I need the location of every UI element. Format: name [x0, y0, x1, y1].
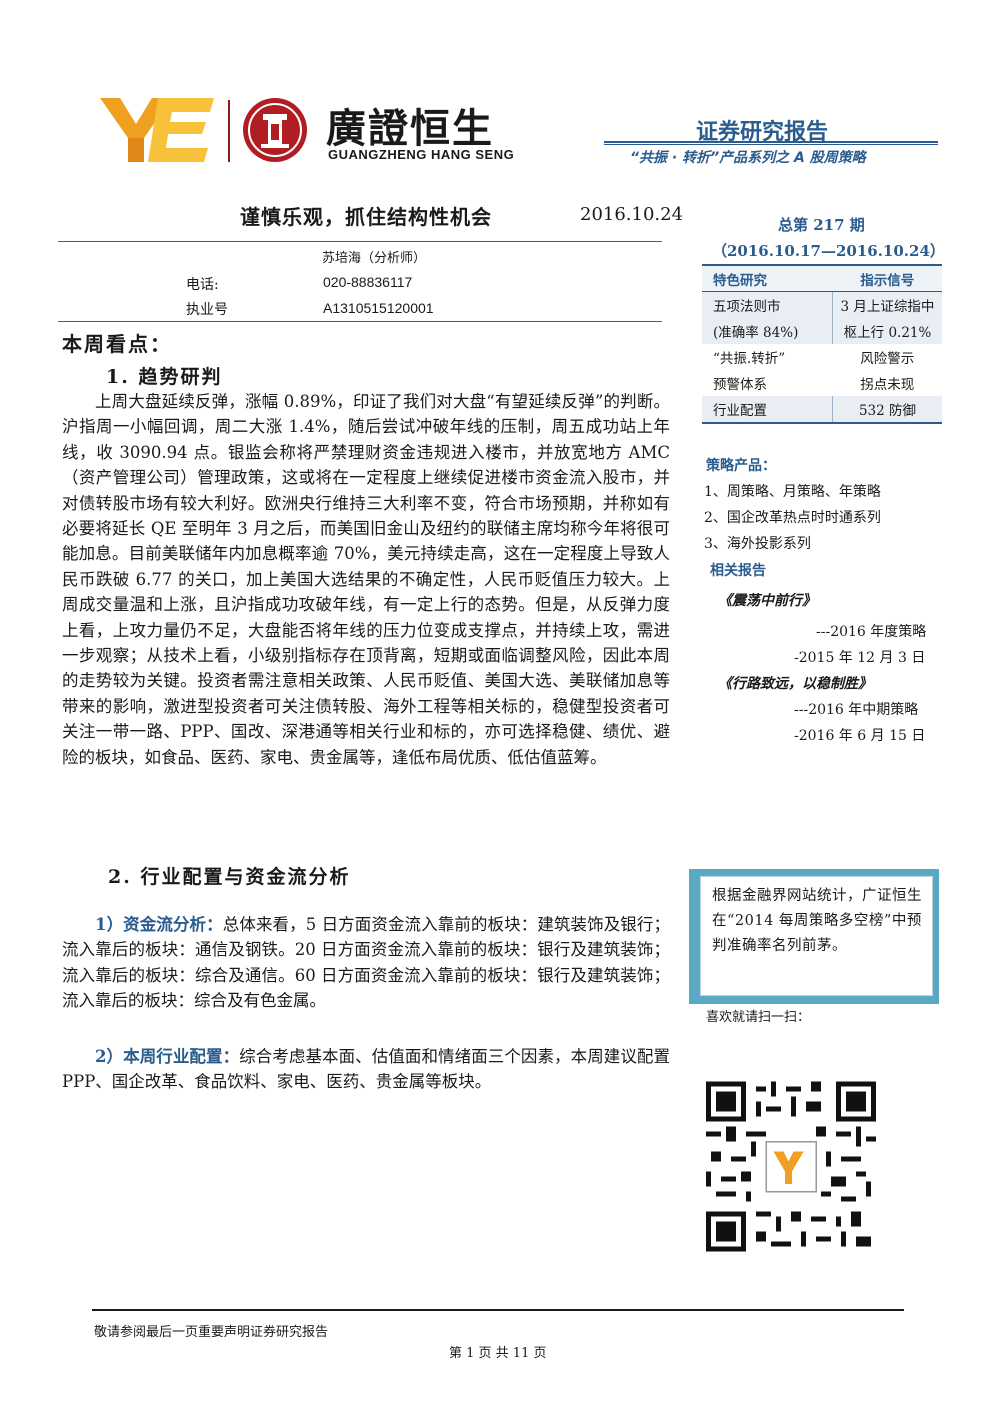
ye-logo	[100, 98, 214, 162]
signal-table-cell: (准确率 84%)	[702, 318, 833, 344]
license-value: A1310515120001	[323, 300, 434, 316]
logo-divider	[228, 100, 230, 162]
issue-number: 总第 217 期	[778, 216, 865, 234]
strategy-item: 1、周策略、月策略、年策略	[704, 484, 881, 500]
qr-code-icon	[706, 1081, 876, 1252]
capital-flow-key: 1）资金流分析：	[95, 915, 223, 934]
brand-name-en: GUANGZHENG HANG SENG	[328, 147, 515, 162]
analyst-name: 苏培海（分析师）	[322, 251, 427, 266]
series-name: “共振 · 转折”产品系列之 A 股周策略	[630, 150, 866, 166]
related-heading: 相关报告	[710, 563, 766, 579]
signal-table-cell: 枢上行 0.21%	[832, 318, 942, 344]
report-title: 谨慎乐观，抓住结构性机会	[240, 205, 492, 229]
signal-table-cell: 行业配置	[702, 396, 833, 424]
header-rule	[604, 141, 938, 143]
stats-text: 根据金融界网站统计，广证恒生在“2014 每周策略多空榜”中预判准确率名列前茅。	[712, 888, 922, 954]
signal-table-cell: “共振.转折”	[713, 351, 786, 367]
footer-rule	[92, 1309, 904, 1311]
report-date: 2016.10.24	[580, 204, 684, 225]
industry-allocation-paragraph: 2）本周行业配置：综合考虑基本面、估值面和情绪面三个因素，本周建议配置 PPP、…	[62, 1044, 670, 1095]
related-report-date: -2016 年 6 月 15 日	[794, 728, 926, 744]
scan-label: 喜欢就请扫一扫：	[706, 1010, 811, 1025]
capital-flow-text: 总体来看，5 日方面资金流入靠前的板块：建筑装饰及银行；流入靠后的板块：通信及钢…	[62, 915, 670, 1011]
analyst-rule	[58, 321, 662, 322]
phone-value: 020-88836117	[323, 274, 413, 290]
related-report-subtitle: ---2016 年中期策略	[794, 702, 919, 718]
stats-box	[700, 876, 933, 996]
issue-range: （2016.10.17—2016.10.24）	[712, 242, 945, 260]
brand-name-cn: 廣證恒生	[326, 106, 494, 152]
phone-label: 电话:	[186, 277, 219, 293]
industry-allocation-text: 综合考虑基本面、估值面和情绪面三个因素，本周建议配置 PPP、国企改革、食品饮料…	[62, 1047, 671, 1092]
strategy-item: 2、国企改革热点时时通系列	[704, 510, 881, 526]
license-label: 执业号	[186, 302, 228, 318]
signal-table-cell: 五项法则市	[702, 291, 833, 318]
section-2-heading: 2. 行业配置与资金流分析	[108, 866, 351, 888]
industry-allocation-key: 2）本周行业配置：	[95, 1047, 240, 1066]
strategy-heading: 策略产品：	[706, 458, 776, 474]
report-type: 证券研究报告	[696, 120, 829, 145]
signal-table-cell: 风险警示	[860, 351, 915, 367]
section-1-body: 上周大盘延续反弹，涨幅 0.89%，印证了我们对大盘“有望延续反弹”的判断。沪指…	[62, 392, 670, 767]
related-report-title: 《行路致远，以稳制胜》	[718, 676, 872, 692]
related-report-date: -2015 年 12 月 3 日	[794, 650, 926, 666]
strategy-item: 3、海外投影系列	[704, 536, 811, 552]
signal-table-cell: 预警体系	[713, 377, 767, 393]
title-rule	[58, 241, 662, 242]
capital-flow-paragraph: 1）资金流分析：总体来看，5 日方面资金流入靠前的板块：建筑装饰及银行；流入靠后…	[62, 912, 670, 1014]
footer-disclaimer: 敬请参阅最后一页重要声明证券研究报告	[94, 1325, 329, 1340]
page-number: 第 1 页 共 11 页	[449, 1346, 547, 1361]
company-seal-icon	[243, 98, 307, 162]
signal-table: 特色研究 指示信号 五项法则市 3 月上证综指中 (准确率 84%) 枢上行 0…	[702, 264, 942, 424]
signal-table-header: 指示信号	[832, 264, 942, 292]
related-report-title: 《震荡中前行》	[718, 593, 816, 609]
signal-table-cell: 532 防御	[832, 396, 942, 424]
section-1-heading: 1. 趋势研判	[106, 366, 223, 388]
signal-table-cell: 3 月上证综指中	[832, 291, 942, 318]
signal-table-header: 特色研究	[702, 264, 833, 292]
related-report-subtitle: ---2016 年度策略	[816, 624, 927, 640]
signal-table-cell: 拐点未现	[860, 377, 915, 393]
header-rule-thin	[604, 144, 938, 145]
week-highlights-heading: 本周看点：	[62, 332, 172, 356]
